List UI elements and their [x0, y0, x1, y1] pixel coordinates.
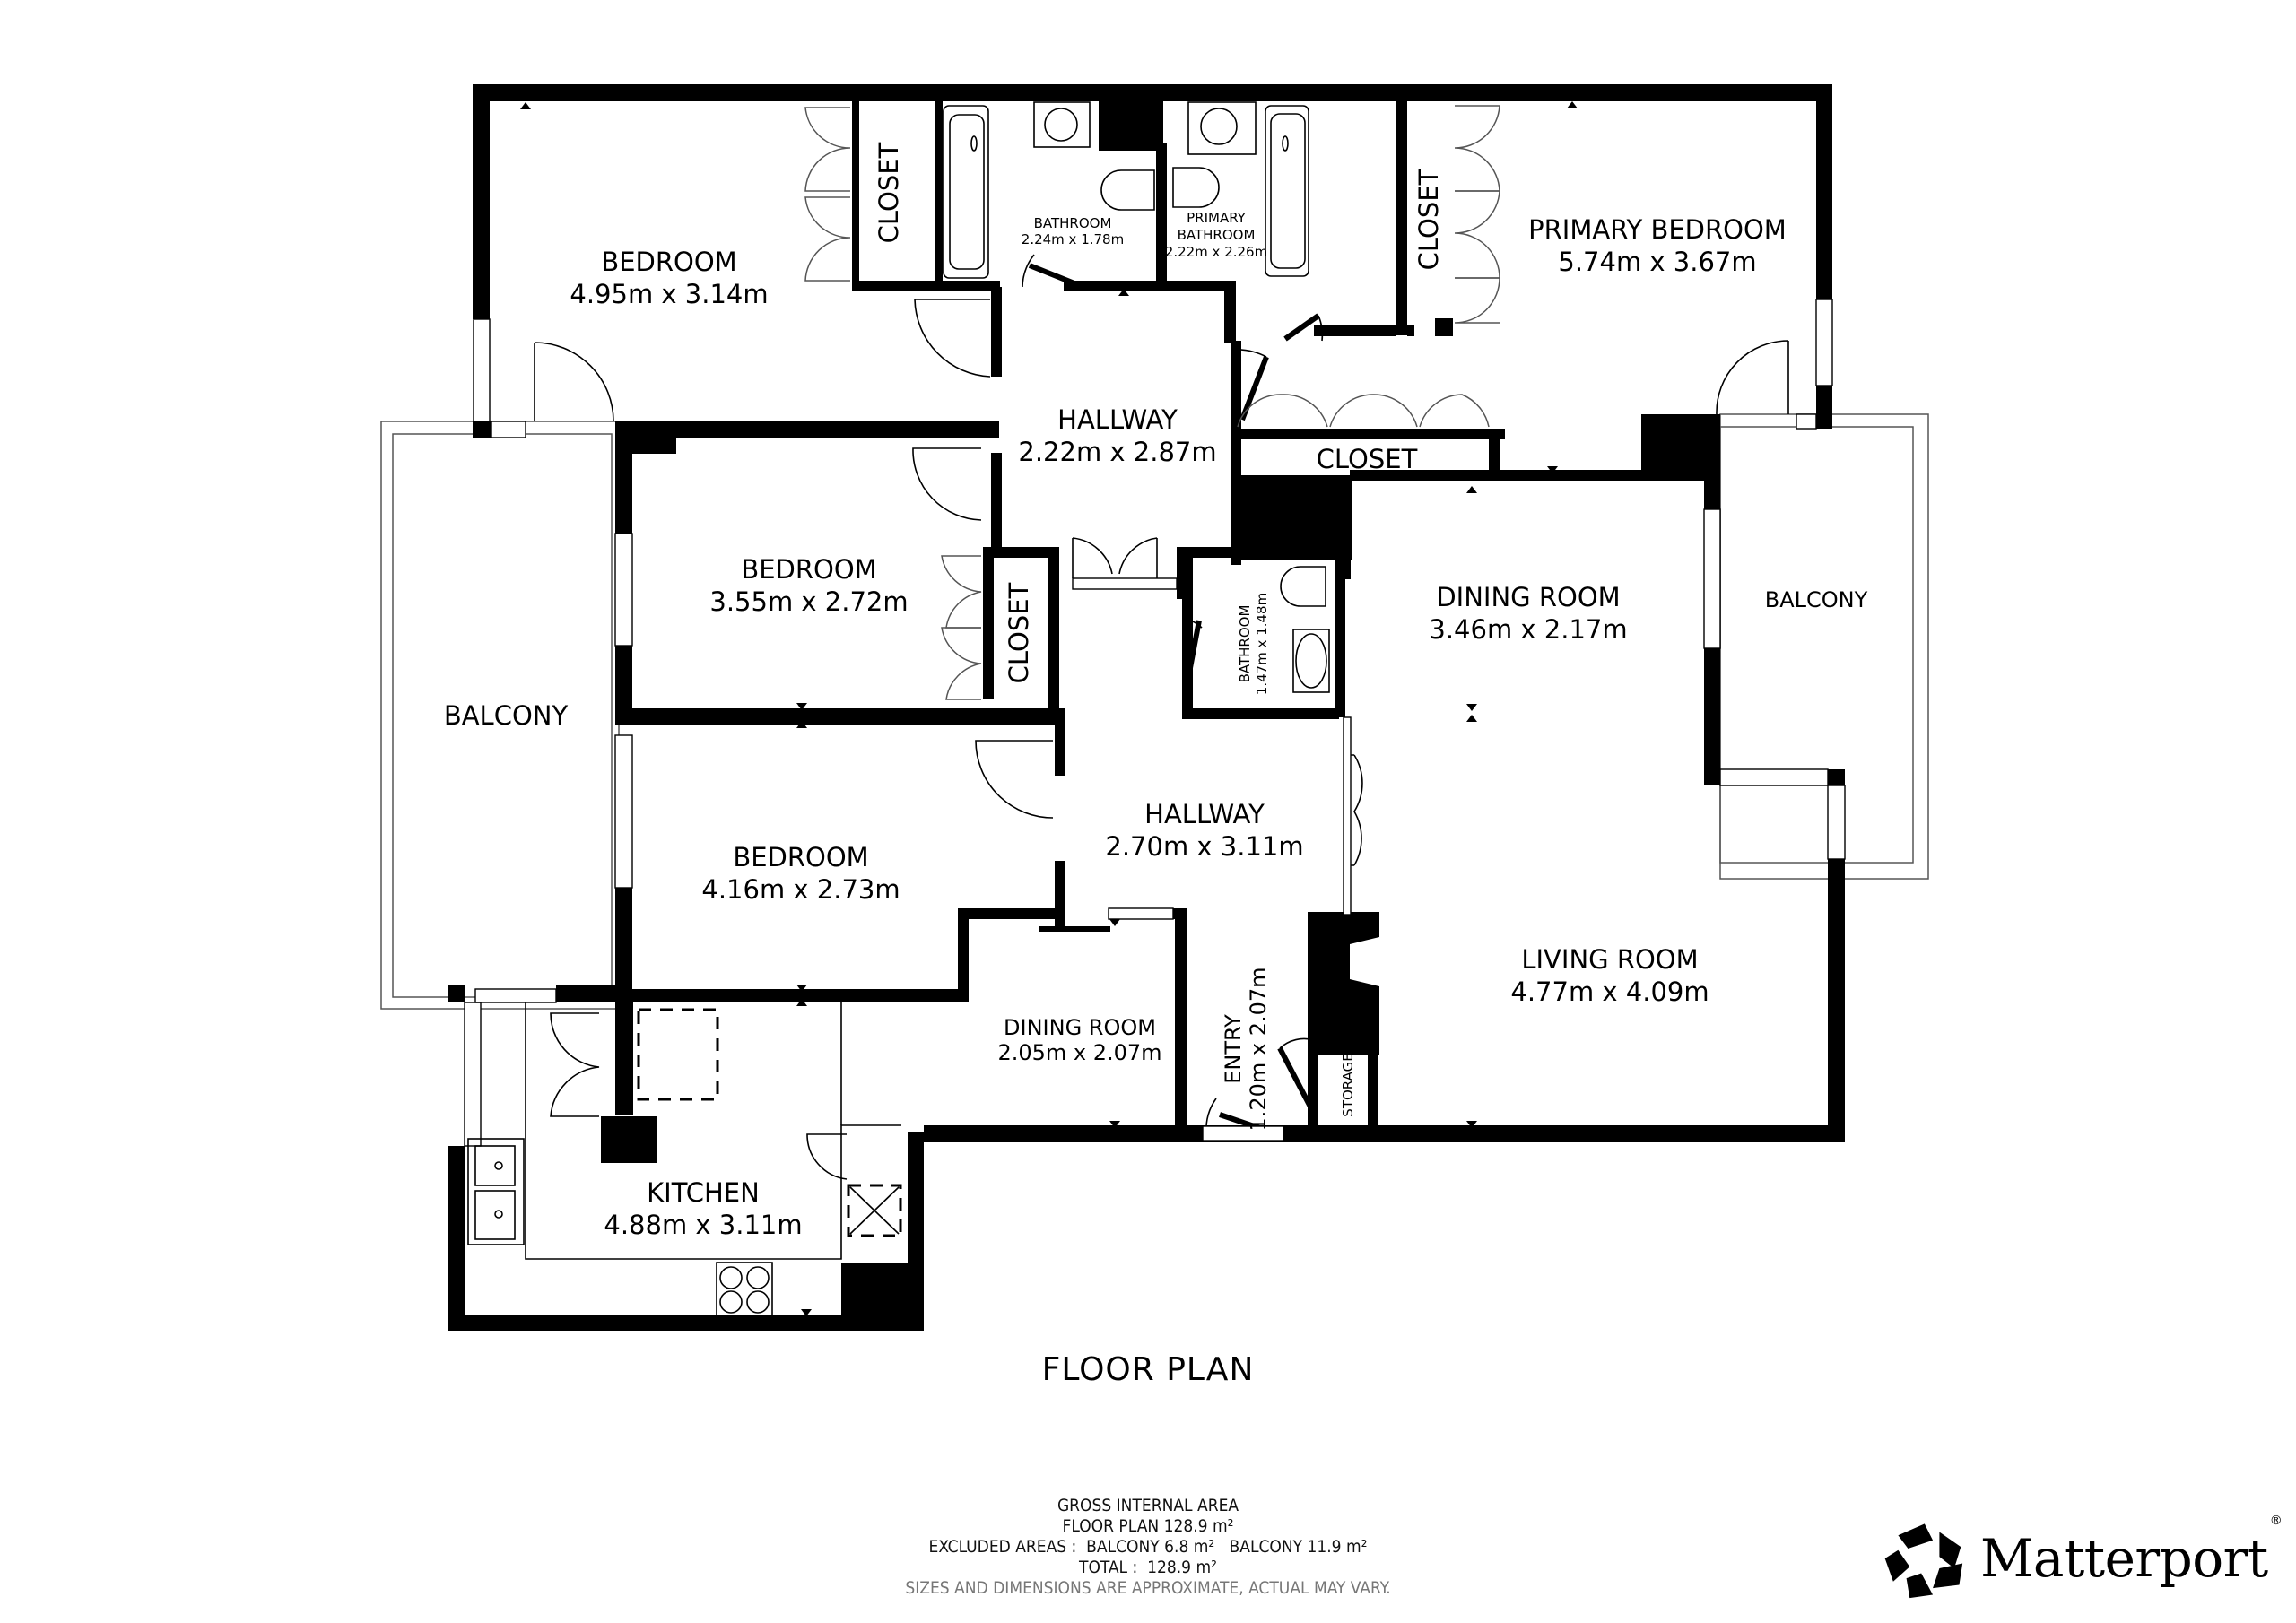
area-summary: GROSS INTERNAL AREA FLOOR PLAN 128.9 m² …	[0, 1496, 2296, 1599]
brand-name: Matterport®	[1980, 1514, 2283, 1589]
room-dims-living-room: 4.77m x 4.09m	[1510, 976, 1709, 1007]
room-name-closet-2: CLOSET	[1413, 169, 1444, 270]
room-name-living-room: LIVING ROOM	[1521, 944, 1698, 975]
matterport-logo-icon	[1884, 1523, 1963, 1599]
room-dims-bedroom-2: 3.55m x 2.72m	[709, 586, 908, 617]
room-name-storage: STORAGE	[1340, 1053, 1356, 1116]
room-dims-dining-room-1: 3.46m x 2.17m	[1429, 614, 1627, 645]
room-dims-hallway-1: 2.22m x 2.87m	[1018, 437, 1216, 467]
balcony-right-outline	[1719, 413, 1929, 880]
room-name-balcony-left: BALCONY	[444, 700, 569, 731]
windows	[464, 299, 1846, 1147]
room-name-bedroom-3: BEDROOM	[733, 842, 868, 872]
room-name-dining-room-1: DINING ROOM	[1436, 582, 1620, 612]
area-excluded: EXCLUDED AREAS : BALCONY 6.8 m² BALCONY …	[928, 1537, 1368, 1557]
room-dims-primary-bedroom: 5.74m x 3.67m	[1558, 247, 1756, 277]
area-heading: GROSS INTERNAL AREA	[1057, 1496, 1239, 1515]
registered-mark: ®	[2269, 1514, 2283, 1528]
measurement-markers	[520, 101, 1578, 1316]
closet-door-swings	[804, 105, 1500, 700]
floor-plan-title: FLOOR PLAN	[1041, 1351, 1255, 1388]
room-dims-bedroom-1: 4.95m x 3.14m	[570, 279, 768, 309]
room-name-closet-1: CLOSET	[874, 142, 904, 243]
room-name-hallway-2: HALLWAY	[1144, 799, 1265, 829]
area-total: TOTAL : 128.9 m²	[1079, 1558, 1217, 1577]
matterport-logo: Matterport®	[1882, 1514, 2283, 1600]
room-name-primary-bedroom: PRIMARY BEDROOM	[1528, 214, 1787, 245]
room-name-closet-3: CLOSET	[1317, 444, 1418, 474]
room-dims-bathroom-2: 1.47m x 1.48m	[1254, 593, 1270, 695]
doors	[534, 254, 1789, 1180]
room-dims-hallway-2: 2.70m x 3.11m	[1105, 831, 1303, 862]
room-name-primary-bathroom-l1: PRIMARY	[1187, 210, 1247, 226]
room-name-bedroom-2: BEDROOM	[741, 554, 876, 585]
room-name-kitchen: KITCHEN	[647, 1177, 760, 1208]
room-dims-kitchen: 4.88m x 3.11m	[604, 1210, 802, 1240]
room-name-primary-bathroom-l2: BATHROOM	[1178, 227, 1256, 243]
room-dims-bedroom-3: 4.16m x 2.73m	[701, 874, 900, 905]
room-dims-primary-bathroom: 2.22m x 2.26m	[1165, 244, 1267, 260]
room-dims-bathroom-1: 2.24m x 1.78m	[1022, 231, 1124, 247]
room-name-closet-4: CLOSET	[1004, 582, 1034, 683]
area-disclaimer: SIZES AND DIMENSIONS ARE APPROXIMATE, AC…	[905, 1578, 1391, 1598]
walls	[448, 84, 1845, 1331]
room-name-dining-room-2: DINING ROOM	[1004, 1015, 1156, 1040]
room-name-balcony-right: BALCONY	[1765, 587, 1868, 612]
room-labels: BEDROOM 4.95m x 3.14m CLOSET BATHROOM 2.…	[444, 142, 1868, 1240]
fixtures	[467, 101, 1379, 1319]
room-dims-dining-room-2: 2.05m x 2.07m	[997, 1040, 1161, 1065]
area-floor-plan: FLOOR PLAN 128.9 m²	[1062, 1516, 1234, 1536]
room-dims-entry: 1.20m x 2.07m	[1246, 967, 1271, 1131]
room-name-bedroom-1: BEDROOM	[601, 247, 736, 277]
room-name-bathroom-1: BATHROOM	[1034, 215, 1112, 231]
room-name-entry: ENTRY	[1221, 1014, 1246, 1084]
room-name-bathroom-2: BATHROOM	[1237, 605, 1253, 683]
room-name-hallway-1: HALLWAY	[1057, 404, 1178, 435]
